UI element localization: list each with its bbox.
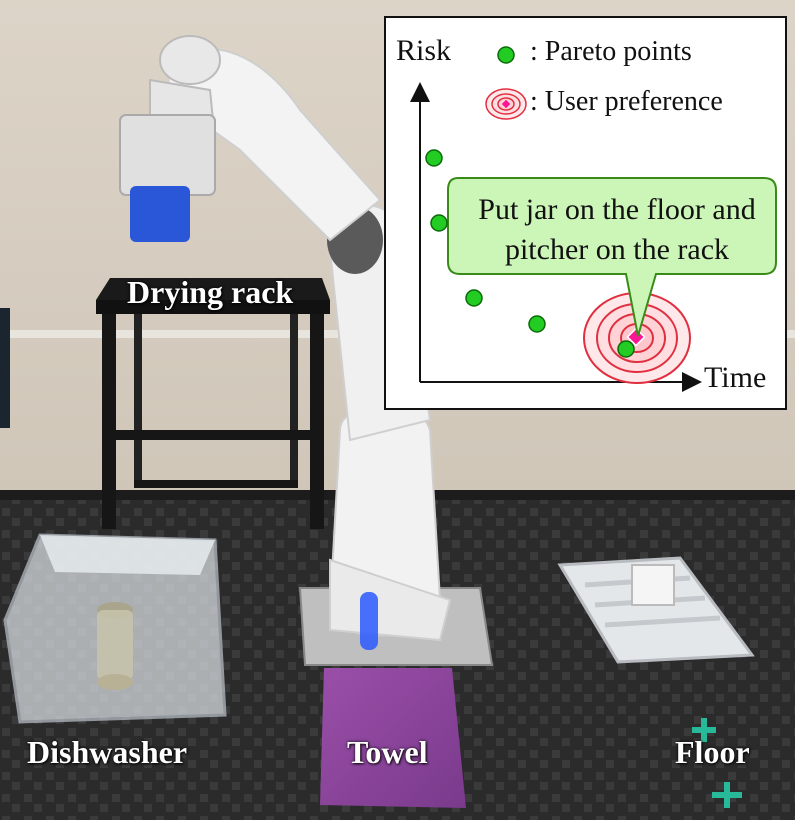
pareto-point xyxy=(617,340,635,358)
drying-rack-label: Drying rack xyxy=(127,274,294,310)
pareto-point xyxy=(430,214,448,232)
pareto-point xyxy=(425,149,443,167)
dishwasher-label: Dishwasher xyxy=(27,734,188,770)
pareto-point xyxy=(528,315,546,333)
legend-pareto-symbol xyxy=(497,46,515,64)
legend-pareto-label: : Pareto points xyxy=(530,36,692,67)
pareto-points xyxy=(425,149,635,358)
floor-tray xyxy=(557,556,755,664)
gripper-blue-block xyxy=(130,186,190,242)
y-axis-label: Risk xyxy=(396,34,452,67)
callout-line-1: Put jar on the floor and xyxy=(478,193,756,226)
dishwasher-bin xyxy=(3,533,227,724)
towel xyxy=(320,668,466,808)
floor-markers xyxy=(692,718,742,808)
drying-rack xyxy=(96,278,330,529)
legend-preference-symbol xyxy=(485,88,527,120)
pareto-inset-diagram: Risk Time : Pareto points : User prefere… xyxy=(384,16,787,410)
floor-label: Floor xyxy=(675,734,750,770)
x-axis-label: Time xyxy=(704,361,767,394)
legend-user-label: : User preference xyxy=(530,86,723,117)
callout-text: Put jar on the floor and pitcher on the … xyxy=(452,190,782,270)
callout-line-2: pitcher on the rack xyxy=(504,233,730,266)
towel-label: Towel xyxy=(347,734,428,770)
user-preference-target xyxy=(583,292,691,384)
pareto-point xyxy=(465,289,483,307)
callout-bubble xyxy=(447,177,777,337)
